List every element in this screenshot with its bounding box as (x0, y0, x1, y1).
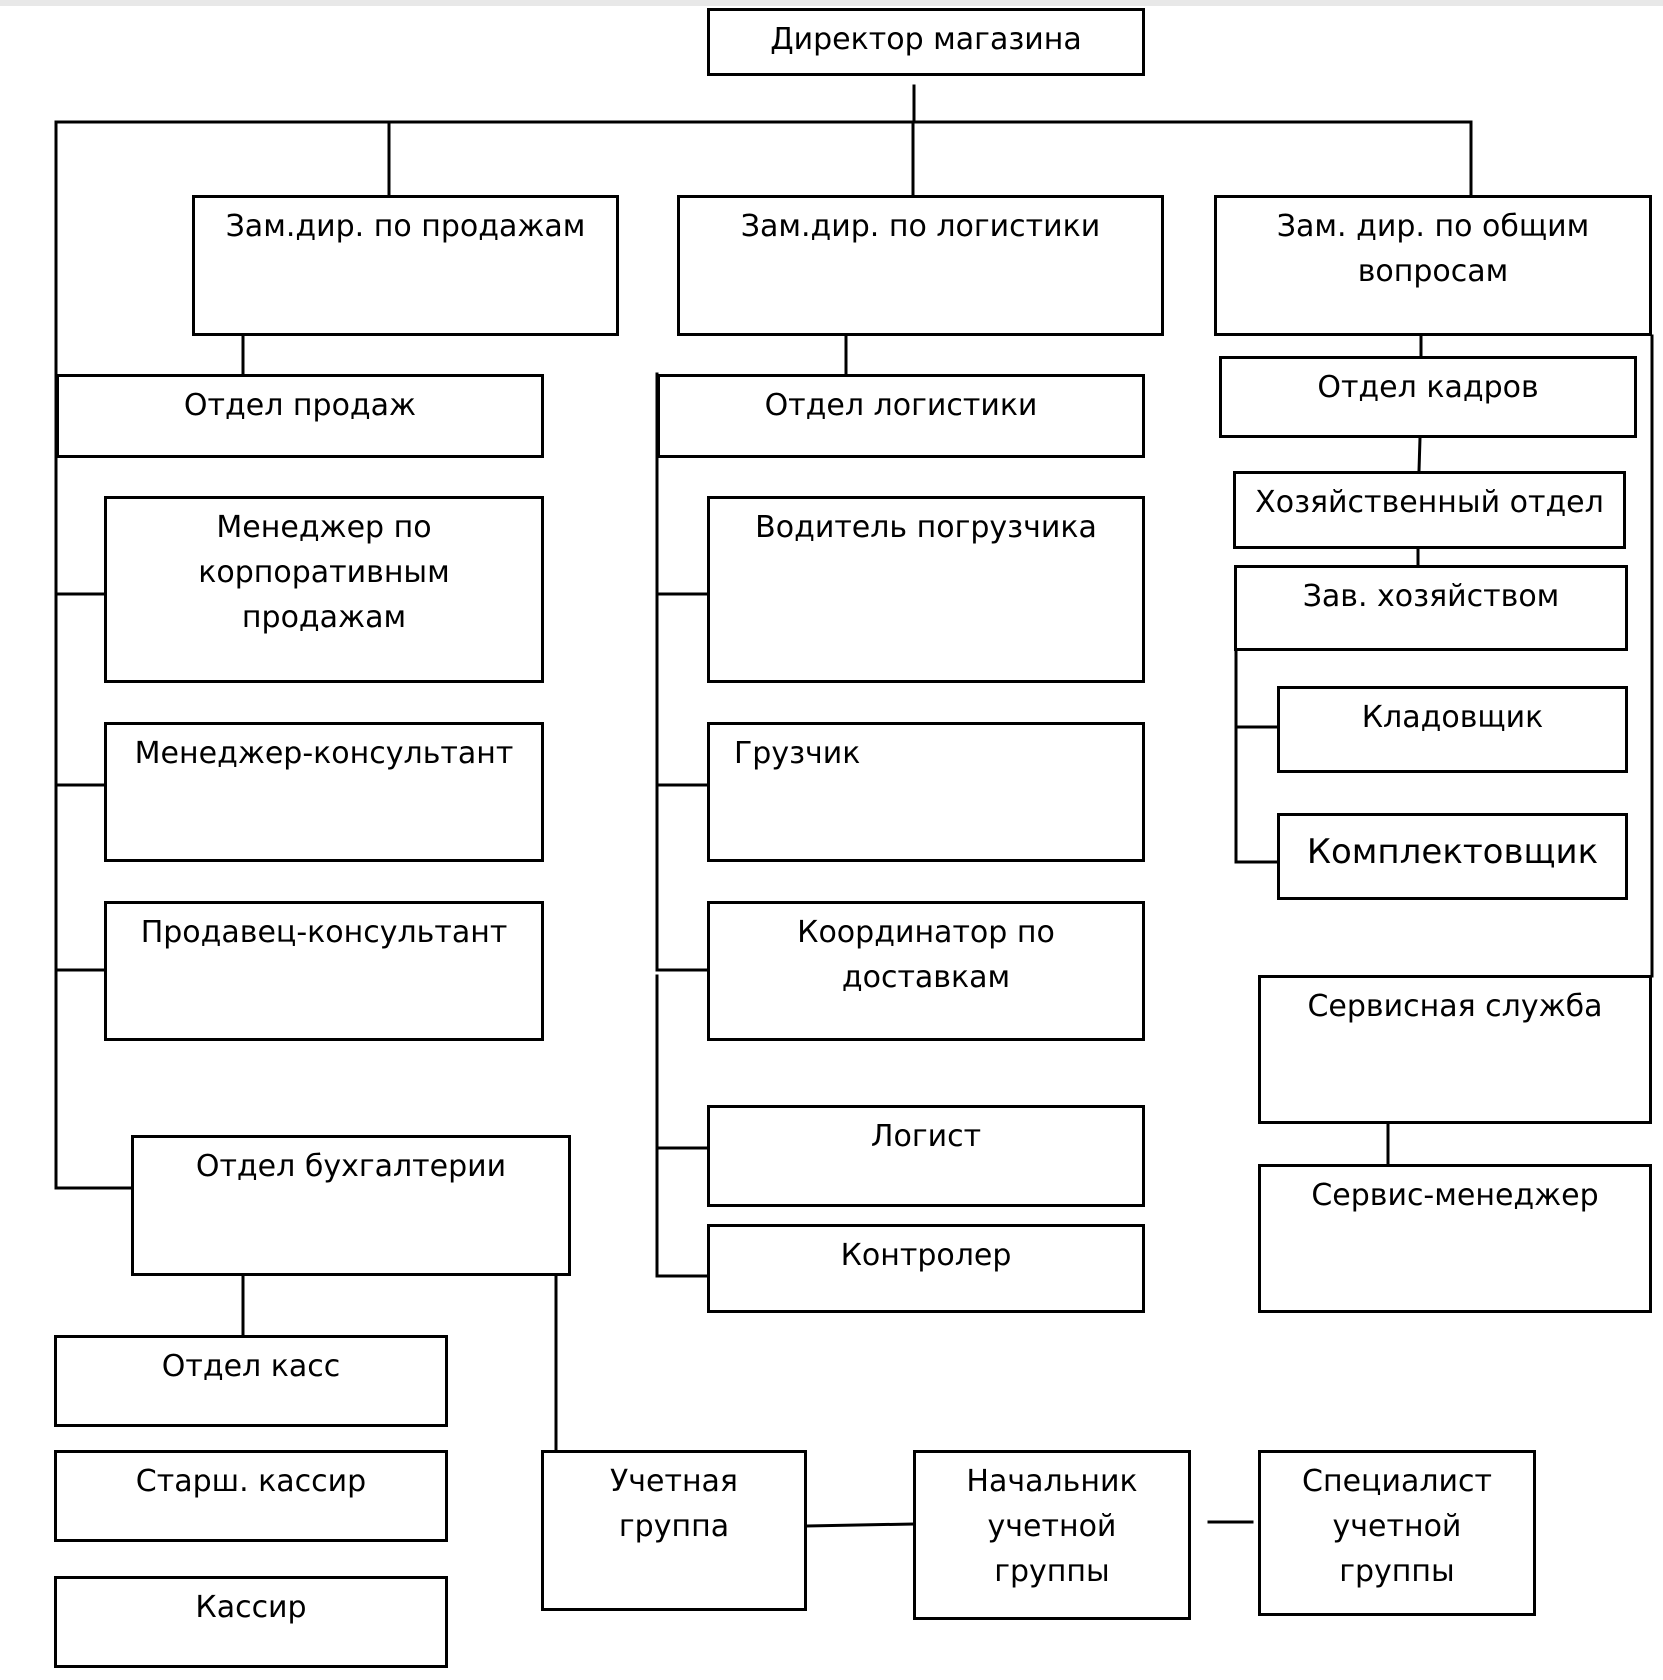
storekeeper-label: Кладовщик (1361, 700, 1544, 735)
deputy-general-box: Зам. дир. по общим вопросам (1214, 195, 1652, 336)
logist-box: Логист (707, 1105, 1145, 1207)
connector (805, 1522, 915, 1528)
service-dept-box: Сервисная служба (1258, 975, 1652, 1124)
sales-dept-label: Отдел продаж (183, 388, 417, 423)
delivery-coordinator-box: Координатор по доставкам (707, 901, 1145, 1041)
delivery-coordinator-label: Координатор по доставкам (797, 915, 1055, 995)
controller-label: Контролер (840, 1238, 1012, 1273)
group-head-box: Начальник учетной группы (913, 1450, 1191, 1620)
household-head-label: Зав. хозяйством (1302, 579, 1560, 614)
picker-label: Комплектовщик (1306, 832, 1599, 872)
seller-consultant-label: Продавец-консультант (140, 915, 508, 950)
logistics-dept-box: Отдел логистики (657, 374, 1145, 458)
service-manager-box: Сервис-менеджер (1258, 1164, 1652, 1313)
loader-box: Грузчик (707, 722, 1145, 862)
corp-manager-label: Менеджер по корпоративным продажам (198, 510, 450, 635)
director-label: Директор магазина (770, 22, 1082, 57)
accounting-group-label: Учетная группа (610, 1464, 738, 1544)
deputy-sales-box: Зам.дир. по продажам (192, 195, 619, 336)
deputy-logistics-label: Зам.дир. по логистики (740, 209, 1101, 244)
logistics-dept-label: Отдел логистики (764, 388, 1038, 423)
forklift-driver-box: Водитель погрузчика (707, 496, 1145, 683)
service-manager-label: Сервис-менеджер (1311, 1178, 1599, 1213)
deputy-sales-label: Зам.дир. по продажам (225, 209, 586, 244)
hr-dept-label: Отдел кадров (1317, 370, 1539, 405)
sales-dept-box: Отдел продаж (56, 374, 544, 458)
cashier-box: Кассир (54, 1576, 448, 1668)
senior-cashier-label: Старш. кассир (135, 1464, 367, 1499)
storekeeper-box: Кладовщик (1277, 686, 1628, 773)
household-head-box: Зав. хозяйством (1234, 565, 1628, 651)
seller-consultant-box: Продавец-консультант (104, 901, 544, 1041)
cash-dept-label: Отдел касс (161, 1349, 341, 1384)
cash-dept-box: Отдел касс (54, 1335, 448, 1427)
controller-box: Контролер (707, 1224, 1145, 1313)
manager-consultant-label: Менеджер-консультант (134, 736, 514, 771)
accounting-group-box: Учетная группа (541, 1450, 807, 1611)
director-box: Директор магазина (707, 8, 1145, 76)
manager-consultant-box: Менеджер-консультант (104, 722, 544, 862)
connector (1417, 436, 1422, 473)
logist-label: Логист (870, 1119, 982, 1154)
deputy-logistics-box: Зам.дир. по логистики (677, 195, 1164, 336)
picker-box: Комплектовщик (1277, 813, 1628, 900)
deputy-general-label: Зам. дир. по общим вопросам (1276, 209, 1590, 289)
cashier-label: Кассир (195, 1590, 307, 1625)
group-head-label: Начальник учетной группы (966, 1464, 1138, 1589)
group-specialist-label: Специалист учетной группы (1302, 1464, 1492, 1589)
loader-label: Грузчик (734, 736, 861, 771)
household-dept-label: Хозяйственный отдел (1255, 485, 1604, 520)
group-specialist-box: Специалист учетной группы (1258, 1450, 1536, 1616)
accounting-dept-label: Отдел бухгалтерии (195, 1149, 507, 1184)
accounting-dept-box: Отдел бухгалтерии (131, 1135, 571, 1276)
corp-manager-box: Менеджер по корпоративным продажам (104, 496, 544, 683)
hr-dept-box: Отдел кадров (1219, 356, 1637, 438)
forklift-driver-label: Водитель погрузчика (755, 510, 1097, 545)
household-dept-box: Хозяйственный отдел (1233, 471, 1626, 549)
senior-cashier-box: Старш. кассир (54, 1450, 448, 1542)
service-dept-label: Сервисная служба (1307, 989, 1603, 1024)
window-top-strip (0, 0, 1663, 6)
